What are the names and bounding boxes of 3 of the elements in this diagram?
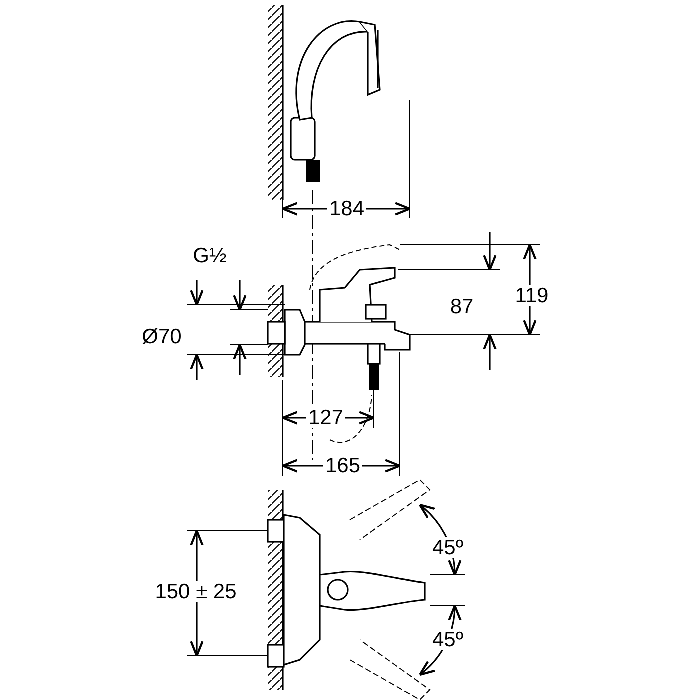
dimension-label: 45º <box>430 538 466 558</box>
dimension-label: 45º <box>430 630 466 650</box>
dimension-label: 127 <box>306 408 346 428</box>
